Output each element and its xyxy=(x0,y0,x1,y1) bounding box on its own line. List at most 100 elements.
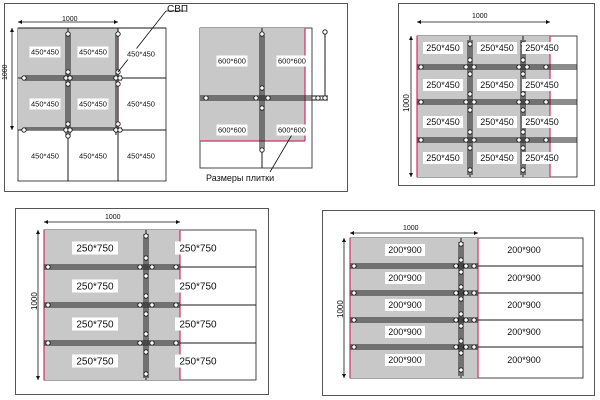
leveling-clip-dot xyxy=(173,302,179,308)
leveling-clip-dot xyxy=(543,137,549,143)
dim-height-label-1: 1000 xyxy=(2,64,9,80)
svp-label: СВП xyxy=(167,4,189,15)
dim-width-label-4: 1000 xyxy=(105,214,121,221)
tile-size-text: 450*450 xyxy=(127,152,155,161)
dimension-arrow xyxy=(18,20,22,24)
leveling-clip-dot xyxy=(458,350,464,356)
leveling-clip-dot xyxy=(149,264,155,270)
tile-size-text: 250*750 xyxy=(179,282,217,293)
tile-size-text: 250*750 xyxy=(76,357,114,368)
svp-leader xyxy=(117,10,167,73)
tile-size-text: 250*450 xyxy=(525,117,559,127)
leveling-clip-dot xyxy=(524,99,530,105)
tile-label-bg xyxy=(77,46,109,58)
frame-top-right xyxy=(398,3,595,186)
tile-size-text: 450*450 xyxy=(79,48,107,57)
tile-label-bg xyxy=(175,354,221,368)
tile-label-bg xyxy=(423,79,463,91)
tile-size-text: 200*900 xyxy=(388,245,422,255)
tile-label-bg xyxy=(522,116,562,128)
leveling-clip-dot xyxy=(259,31,265,37)
tile-label-bg xyxy=(504,326,544,338)
tile-label-bg xyxy=(125,150,157,162)
dimension-arrow xyxy=(342,374,346,378)
leveling-clip-dot xyxy=(453,317,459,323)
leveling-clip-dot xyxy=(351,263,357,269)
tile-size-text: 250*450 xyxy=(525,153,559,163)
tile-label-bg xyxy=(29,98,61,110)
leveling-clip-dot xyxy=(173,340,179,346)
tile-label-bg xyxy=(477,79,517,91)
tile-label-bg xyxy=(29,46,61,58)
dimension-arrow xyxy=(546,20,550,24)
leveling-clip-dot xyxy=(463,137,469,143)
tile-label-bg xyxy=(385,299,425,311)
leveling-clip-dot xyxy=(65,69,71,75)
leveling-clip-dot xyxy=(21,75,27,81)
leveling-clip-dot xyxy=(467,145,473,151)
leveling-clip-dot xyxy=(203,95,209,101)
tile-label-bg xyxy=(77,98,109,110)
leveling-clip-dot xyxy=(67,127,73,133)
dimension-arrow xyxy=(342,238,346,242)
leveling-clip-dot xyxy=(458,241,464,247)
leveling-clip-dot xyxy=(143,311,149,317)
leveling-clip-dot xyxy=(458,311,464,317)
tile-label-bg xyxy=(477,116,517,128)
tile-label-bg xyxy=(125,48,157,60)
leveling-clip-dot xyxy=(520,91,526,97)
leveling-clip-dot xyxy=(143,331,149,337)
tile-label-bg xyxy=(216,124,248,136)
leveling-clip-dot xyxy=(137,340,143,346)
tile-label-bg xyxy=(29,150,61,162)
tile-label-bg xyxy=(125,98,157,110)
leveling-clip-dot xyxy=(173,264,179,270)
leveling-clip-dot xyxy=(524,64,530,70)
leveling-clip-dot xyxy=(467,71,473,77)
tile-size-text: 250*450 xyxy=(426,80,460,90)
leveling-clip-dot xyxy=(524,137,530,143)
tile-label-bg xyxy=(504,299,544,311)
leveling-clip-dot xyxy=(143,293,149,299)
panel-2-gray-field xyxy=(200,28,305,141)
dimension-arrow xyxy=(10,126,14,130)
leveling-clip-dot xyxy=(520,145,526,151)
leveling-clip-dot xyxy=(265,95,271,101)
dimension-arrow xyxy=(474,231,478,235)
tile-size-text: 200*900 xyxy=(507,273,541,283)
tile-label-bg xyxy=(175,317,221,331)
tile-label-bg xyxy=(385,272,425,284)
leveling-clip-dot xyxy=(65,133,71,139)
leveling-clip-dot xyxy=(467,57,473,63)
leveling-clip-dot xyxy=(137,302,143,308)
leveling-clip-dot xyxy=(471,263,477,269)
leveling-clip-dot xyxy=(143,233,149,239)
leveling-clip-dot xyxy=(149,340,155,346)
tile-size-text: 450*450 xyxy=(31,100,59,109)
leveling-clip-dot xyxy=(463,263,469,269)
leveling-clip-dot xyxy=(253,95,259,101)
tile-label-bg xyxy=(423,42,463,54)
leveling-clip-dot xyxy=(453,344,459,350)
tile-size-text: 250*450 xyxy=(525,80,559,90)
dimension-arrow xyxy=(36,230,40,234)
leveling-clip-dot xyxy=(259,147,265,153)
tile-label-bg xyxy=(477,42,517,54)
leveling-clip-dot xyxy=(45,340,51,346)
frame-top-left xyxy=(4,3,348,192)
tile-label-bg xyxy=(504,244,544,256)
dimension-arrow xyxy=(10,28,14,32)
dimension-arrow xyxy=(350,231,354,235)
leveling-clip-dot xyxy=(520,167,526,173)
tile-label-bg xyxy=(423,152,463,164)
leveling-clip-dot xyxy=(458,323,464,329)
tile-size-text: 450*450 xyxy=(79,152,107,161)
leveling-clip-dot xyxy=(471,317,477,323)
leveling-clip-dot xyxy=(467,107,473,113)
tile-label-bg xyxy=(175,279,221,293)
leveling-clip-dot xyxy=(453,290,459,296)
tile-size-text: 600*600 xyxy=(218,126,246,135)
leveling-clip-dot xyxy=(520,71,526,77)
leveling-clip-dot xyxy=(463,64,469,70)
leveling-clip-dot xyxy=(137,264,143,270)
